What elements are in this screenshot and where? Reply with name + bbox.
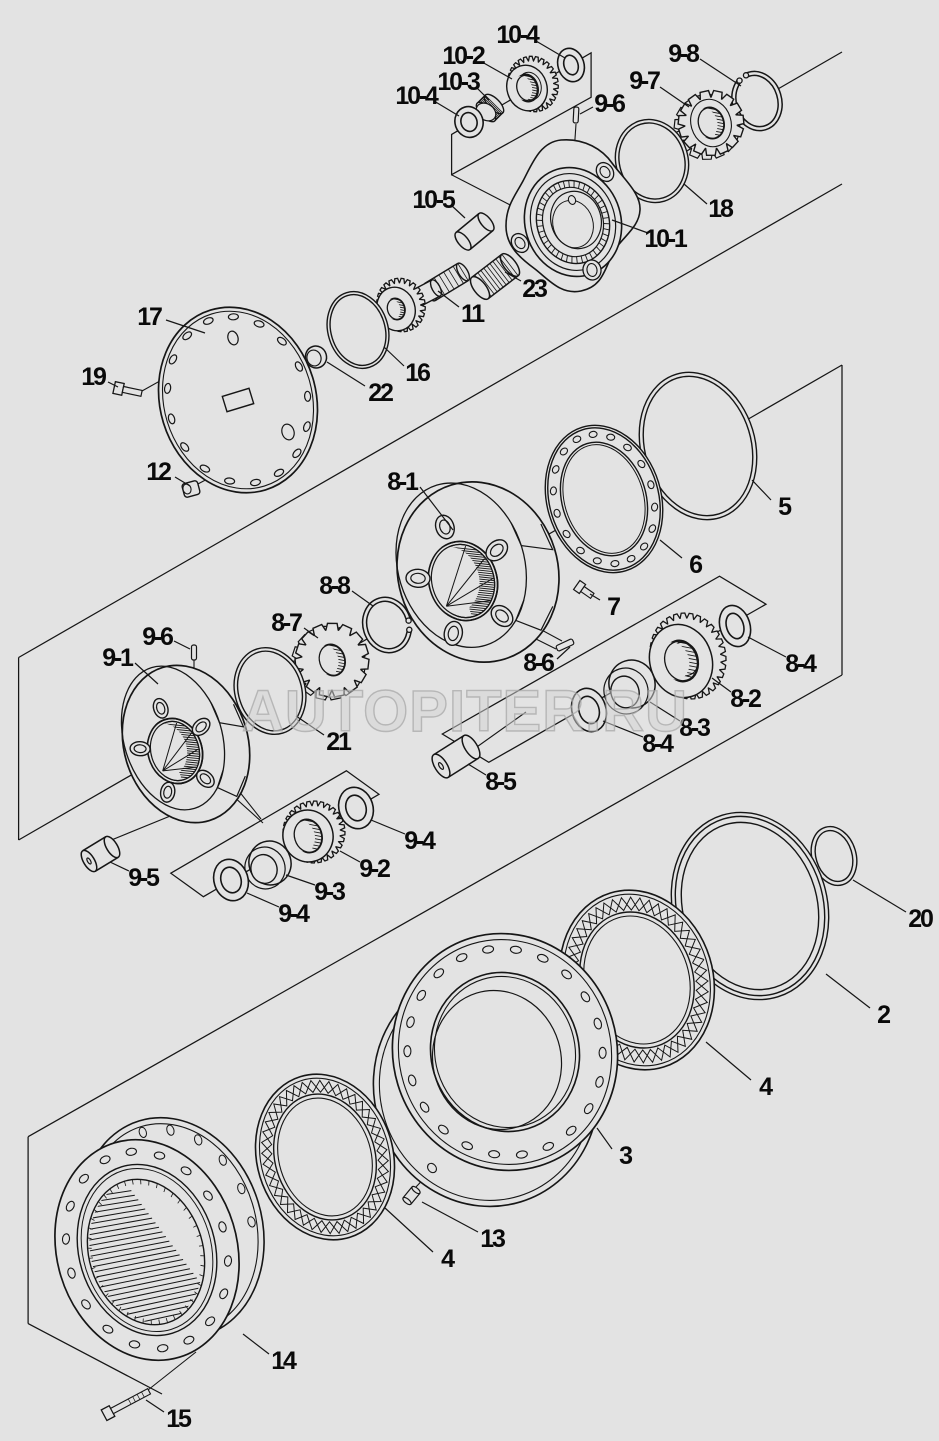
svg-text:9-6: 9-6: [142, 623, 173, 651]
svg-text:16: 16: [405, 359, 430, 387]
svg-text:19: 19: [81, 363, 106, 391]
svg-text:9-3: 9-3: [314, 878, 345, 906]
svg-text:22: 22: [368, 379, 393, 407]
svg-text:10-1: 10-1: [644, 225, 688, 253]
svg-text:9-8: 9-8: [668, 40, 700, 68]
svg-text:11: 11: [461, 300, 485, 328]
svg-text:9-7: 9-7: [629, 67, 660, 95]
svg-text:9-4: 9-4: [278, 900, 310, 928]
svg-text:7: 7: [607, 593, 620, 621]
svg-text:13: 13: [480, 1225, 505, 1253]
svg-text:9-4: 9-4: [404, 827, 436, 855]
svg-text:17: 17: [137, 303, 162, 331]
svg-text:12: 12: [146, 458, 171, 486]
svg-text:20: 20: [908, 905, 933, 933]
svg-text:8-1: 8-1: [387, 468, 419, 496]
svg-text:6: 6: [689, 551, 702, 579]
svg-text:8-6: 8-6: [523, 649, 554, 677]
svg-text:9-5: 9-5: [128, 864, 160, 892]
svg-text:14: 14: [271, 1347, 297, 1375]
svg-text:10-4: 10-4: [496, 21, 540, 49]
svg-text:9-1: 9-1: [102, 644, 134, 672]
svg-text:23: 23: [522, 275, 547, 303]
svg-text:8-2: 8-2: [730, 685, 761, 713]
svg-text:8-5: 8-5: [485, 768, 517, 796]
svg-text:3: 3: [619, 1142, 632, 1170]
svg-text:8-4: 8-4: [785, 650, 817, 678]
svg-text:18: 18: [708, 195, 734, 223]
svg-text:9-6: 9-6: [594, 90, 625, 118]
svg-text:10-2: 10-2: [442, 42, 485, 70]
svg-text:AUTOPITER.RU: AUTOPITER.RU: [242, 679, 688, 744]
svg-text:10-3: 10-3: [437, 68, 480, 96]
svg-text:8-7: 8-7: [271, 609, 302, 637]
svg-text:9-2: 9-2: [359, 855, 390, 883]
svg-text:8-8: 8-8: [319, 572, 351, 600]
svg-text:10-4: 10-4: [395, 82, 439, 110]
svg-text:2: 2: [877, 1001, 890, 1029]
svg-text:15: 15: [166, 1405, 192, 1433]
svg-text:10-5: 10-5: [412, 186, 456, 214]
